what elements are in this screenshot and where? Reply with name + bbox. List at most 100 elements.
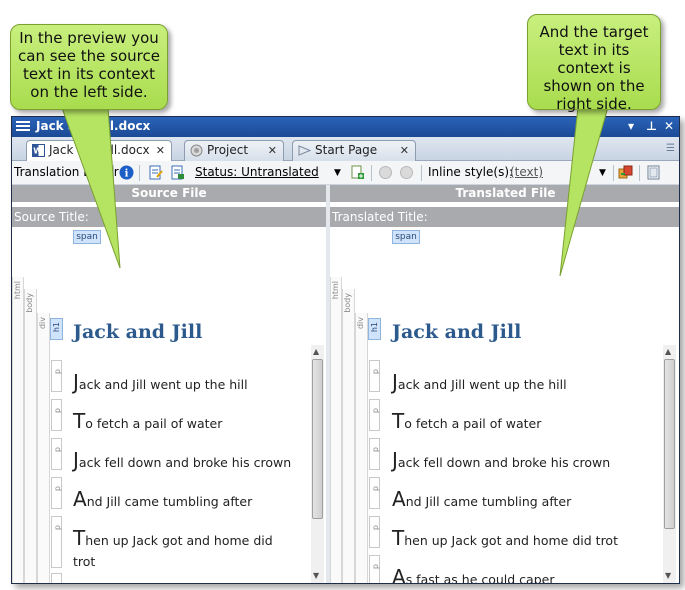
span-tag[interactable]: span xyxy=(392,230,420,244)
drop-cap: J xyxy=(73,370,79,394)
html-tag-column[interactable]: html xyxy=(330,277,342,583)
body-tag-column[interactable]: body xyxy=(342,289,355,583)
add-document-icon[interactable] xyxy=(350,165,365,180)
p-tag[interactable]: p xyxy=(51,477,62,509)
document-heading: Jack and Jill xyxy=(392,321,522,343)
scroll-up-icon[interactable]: ▲ xyxy=(313,347,320,356)
drop-cap: T xyxy=(392,526,405,550)
edit-document-icon[interactable] xyxy=(148,165,163,180)
source-pane-header: Source File xyxy=(12,185,326,202)
menu-icon[interactable] xyxy=(16,121,30,132)
p-tag[interactable] xyxy=(51,573,62,583)
inline-styles-value[interactable]: (text) xyxy=(510,165,544,179)
document-line: And Jill came tumbling after xyxy=(73,489,252,512)
page-view-icon[interactable] xyxy=(646,165,661,180)
h1-tag[interactable]: h1 xyxy=(368,318,381,340)
separator xyxy=(139,165,140,181)
document-line: Jack fell down and broke his crown xyxy=(392,450,610,473)
next-icon[interactable] xyxy=(399,165,414,180)
line-text: nd Jill came tumbling after xyxy=(86,494,253,509)
document-status-icon[interactable] xyxy=(170,165,185,180)
separator xyxy=(613,165,614,181)
p-tag[interactable]: p xyxy=(51,360,62,392)
drop-cap: A xyxy=(73,487,87,511)
separator xyxy=(113,165,114,181)
tab-label: Start Page xyxy=(315,143,378,157)
line-text: s fast as he could caper xyxy=(405,572,555,584)
tab-project[interactable]: Project ✕ xyxy=(184,140,284,161)
p-tag[interactable]: p xyxy=(51,516,62,568)
p-tag[interactable]: p xyxy=(369,399,380,431)
pane-splitter[interactable] xyxy=(326,185,330,583)
target-pane-header: Translated File xyxy=(330,185,679,202)
source-title-field[interactable]: Source Title: xyxy=(12,207,326,227)
inline-styles-dropdown-icon[interactable]: ▼ xyxy=(599,168,606,178)
html-tag-column[interactable]: html xyxy=(12,277,24,583)
status-link[interactable]: Status: Untranslated xyxy=(195,165,319,179)
drop-cap: A xyxy=(392,565,406,584)
p-tag[interactable]: p xyxy=(369,555,380,583)
line-text: hen up Jack got and home did trot xyxy=(404,533,618,548)
title-bar: Jack and Jill.docx ▾ ⊥ ✕ xyxy=(12,117,679,137)
scroll-thumb[interactable] xyxy=(312,359,323,519)
drop-cap: T xyxy=(73,526,86,550)
info-icon[interactable]: i xyxy=(119,165,134,180)
drop-cap: T xyxy=(392,409,405,433)
document-line: trot xyxy=(73,551,95,572)
p-tag[interactable]: p xyxy=(51,438,62,470)
close-icon[interactable]: ✕ xyxy=(399,144,409,157)
separator xyxy=(639,165,640,181)
scroll-up-icon[interactable]: ▲ xyxy=(665,347,672,356)
p-tag[interactable]: p xyxy=(51,399,62,431)
svg-text:i: i xyxy=(125,169,129,180)
scroll-down-icon[interactable]: ▼ xyxy=(313,571,320,580)
line-text: ack and Jill went up the hill xyxy=(78,377,248,392)
callout-right: And the target text in its context is sh… xyxy=(527,14,661,113)
separator xyxy=(371,165,372,181)
source-vertical-scrollbar[interactable]: ▲ ▼ xyxy=(311,345,324,583)
project-icon xyxy=(190,144,203,157)
document-line: Jack and Jill went up the hill xyxy=(392,372,567,395)
body-tag-column[interactable]: body xyxy=(24,289,37,583)
p-tag[interactable]: p xyxy=(369,360,380,392)
translated-title-field[interactable]: Translated Title: xyxy=(330,207,679,227)
tab-start-page[interactable]: Start Page ✕ xyxy=(292,140,416,161)
target-vertical-scrollbar[interactable]: ▲ ▼ xyxy=(663,345,676,583)
document-line: To fetch a pail of water xyxy=(73,411,222,434)
close-icon[interactable]: ✕ xyxy=(155,144,165,157)
status-dropdown-icon[interactable]: ▼ xyxy=(334,168,341,178)
scroll-down-icon[interactable]: ▼ xyxy=(665,571,672,580)
p-tag[interactable]: p xyxy=(369,438,380,470)
dropdown-arrow-icon[interactable]: ▾ xyxy=(628,119,635,133)
document-line: Then up Jack got and home did xyxy=(73,528,273,551)
document-line: Then up Jack got and home did trot xyxy=(392,528,618,551)
document-line: Jack and Jill went up the hill xyxy=(73,372,248,395)
document-line: To fetch a pail of water xyxy=(392,411,541,434)
word-doc-icon: W xyxy=(32,144,45,157)
transfer-icon[interactable] xyxy=(618,165,633,180)
preview-window: Jack and Jill.docx ▾ ⊥ ✕ W Jack and Jill… xyxy=(11,116,680,584)
tab-label: Project xyxy=(207,143,249,157)
scroll-thumb[interactable] xyxy=(664,359,675,529)
p-tag[interactable]: p xyxy=(369,516,380,548)
inline-styles-label: Inline style(s): xyxy=(428,165,514,179)
drop-cap: A xyxy=(392,487,406,511)
p-tag[interactable]: p xyxy=(369,477,380,509)
tab-overflow-icon[interactable]: ☰ xyxy=(666,143,675,154)
document-heading: Jack and Jill xyxy=(73,321,203,343)
span-tag[interactable]: span xyxy=(73,230,101,244)
h1-tag[interactable]: h1 xyxy=(50,318,63,340)
separator xyxy=(421,165,422,181)
pin-icon[interactable]: ⊥ xyxy=(646,119,657,133)
line-text: hen up Jack got and home did xyxy=(85,533,273,548)
close-window-icon[interactable]: ✕ xyxy=(664,119,675,133)
div-tag-column[interactable]: div xyxy=(355,313,368,583)
line-text: ack fell down and broke his crown xyxy=(78,455,292,470)
close-icon[interactable]: ✕ xyxy=(267,144,277,157)
line-text: nd Jill came tumbling after xyxy=(405,494,572,509)
previous-icon[interactable] xyxy=(378,165,393,180)
line-text: ack fell down and broke his crown xyxy=(397,455,611,470)
div-tag-column[interactable]: div xyxy=(37,313,50,583)
target-pane: Translated File Translated Title: span h… xyxy=(330,185,679,584)
line-text: o fetch a pail of water xyxy=(85,416,223,431)
